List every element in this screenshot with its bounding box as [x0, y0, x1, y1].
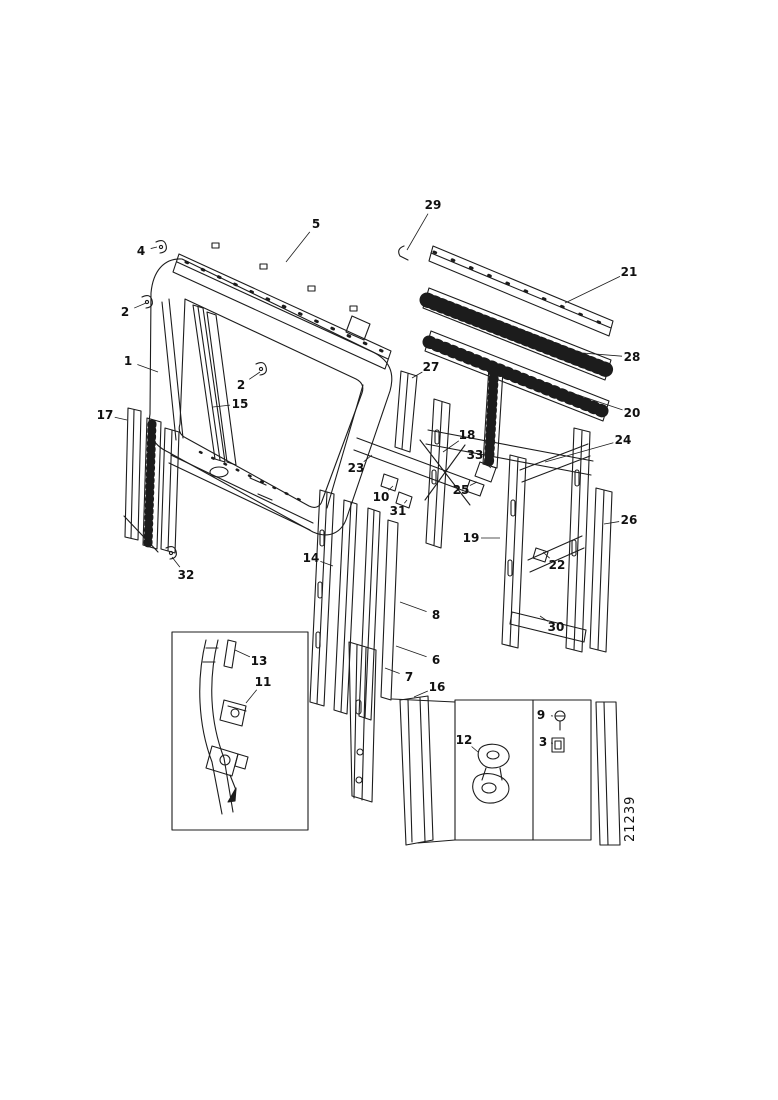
- callout-27: 27: [423, 360, 440, 374]
- callout-leader-30: [539, 615, 548, 622]
- callout-15: 15: [232, 397, 249, 411]
- callout-2: 2: [237, 378, 245, 392]
- callout-11: 11: [255, 675, 272, 689]
- diagram-art: [123, 239, 621, 846]
- callout-leader-2: [249, 371, 261, 380]
- center-pillar-parts: [309, 437, 471, 846]
- callout-22: 22: [549, 558, 566, 572]
- callout-leader-29: [406, 213, 429, 251]
- figure-ref: 21239: [623, 796, 638, 842]
- callout-leader-17: [114, 416, 128, 421]
- callout-leader-32: [171, 556, 181, 568]
- callout-20: 20: [624, 406, 641, 420]
- callout-3: 3: [539, 735, 547, 749]
- callout-1: 1: [124, 354, 132, 368]
- callout-17: 17: [97, 408, 114, 422]
- callout-leader-15: [212, 404, 231, 408]
- callout-leader-33: [482, 460, 492, 469]
- callout-leader-16: [413, 690, 428, 698]
- clip-3-icon: [551, 737, 565, 753]
- callout-leader-10: [388, 485, 394, 491]
- a-pillar-parts: [123, 407, 180, 554]
- callout-4: 4: [137, 244, 145, 258]
- callout-7: 7: [405, 670, 413, 684]
- callout-6: 6: [432, 653, 440, 667]
- callout-leader-6: [395, 645, 427, 658]
- windshield-frame: [148, 242, 393, 536]
- callout-13: 13: [251, 654, 268, 668]
- callout-leader-28: [569, 351, 623, 357]
- callout-19: 19: [463, 531, 480, 545]
- callout-leader-23: [363, 454, 373, 463]
- right-frame-assembly: [394, 365, 613, 653]
- callout-leader-20: [571, 392, 623, 411]
- callout-12: 12: [456, 733, 473, 747]
- callout-leader-22: [542, 551, 550, 559]
- callout-leader-14: [320, 561, 334, 567]
- callout-leader-8: [399, 601, 427, 612]
- callout-leader-18: [442, 440, 460, 453]
- callout-leader-25: [469, 481, 478, 486]
- clip-2-center-icon: [255, 361, 267, 376]
- callout-leader-2: [134, 302, 147, 309]
- clip-4-icon: [155, 239, 167, 254]
- callout-31: 31: [390, 504, 407, 518]
- callout-24: 24: [615, 433, 632, 447]
- inset-box-left: [171, 631, 309, 831]
- callout-8: 8: [432, 608, 440, 622]
- callout-21: 21: [621, 265, 638, 279]
- callout-9: 9: [537, 708, 545, 722]
- callout-26: 26: [621, 513, 638, 527]
- callout-10: 10: [373, 490, 390, 504]
- callout-leader-11: [245, 689, 258, 704]
- rear-rails: [419, 245, 615, 422]
- clip-2-left-icon: [141, 294, 153, 309]
- callout-32: 32: [178, 568, 195, 582]
- callout-leader-31: [404, 499, 408, 504]
- callout-leader-1: [137, 364, 159, 373]
- callout-30: 30: [548, 620, 565, 634]
- callout-leader-5: [285, 231, 311, 263]
- callout-23: 23: [348, 461, 365, 475]
- callout-14: 14: [303, 551, 320, 565]
- hook-29-icon: [398, 245, 409, 261]
- sill-panel: [595, 701, 621, 846]
- callout-16: 16: [429, 680, 446, 694]
- callout-leader-4: [150, 246, 158, 249]
- callout-leader-27: [411, 371, 423, 379]
- callout-leader-13: [234, 649, 251, 658]
- callout-18: 18: [459, 428, 476, 442]
- callout-5: 5: [312, 217, 320, 231]
- bolt-9-icon: [554, 710, 566, 731]
- callout-33: 33: [467, 448, 484, 462]
- callout-2: 2: [121, 305, 129, 319]
- callout-leader-24: [544, 442, 614, 463]
- callout-28: 28: [624, 350, 641, 364]
- callout-leader-12: [471, 746, 479, 753]
- callout-leader-7: [384, 667, 400, 674]
- callout-leader-26: [603, 521, 620, 525]
- callout-29: 29: [425, 198, 442, 212]
- inset-box-right: [454, 699, 592, 841]
- callout-25: 25: [453, 483, 470, 497]
- callout-leader-21: [564, 275, 621, 304]
